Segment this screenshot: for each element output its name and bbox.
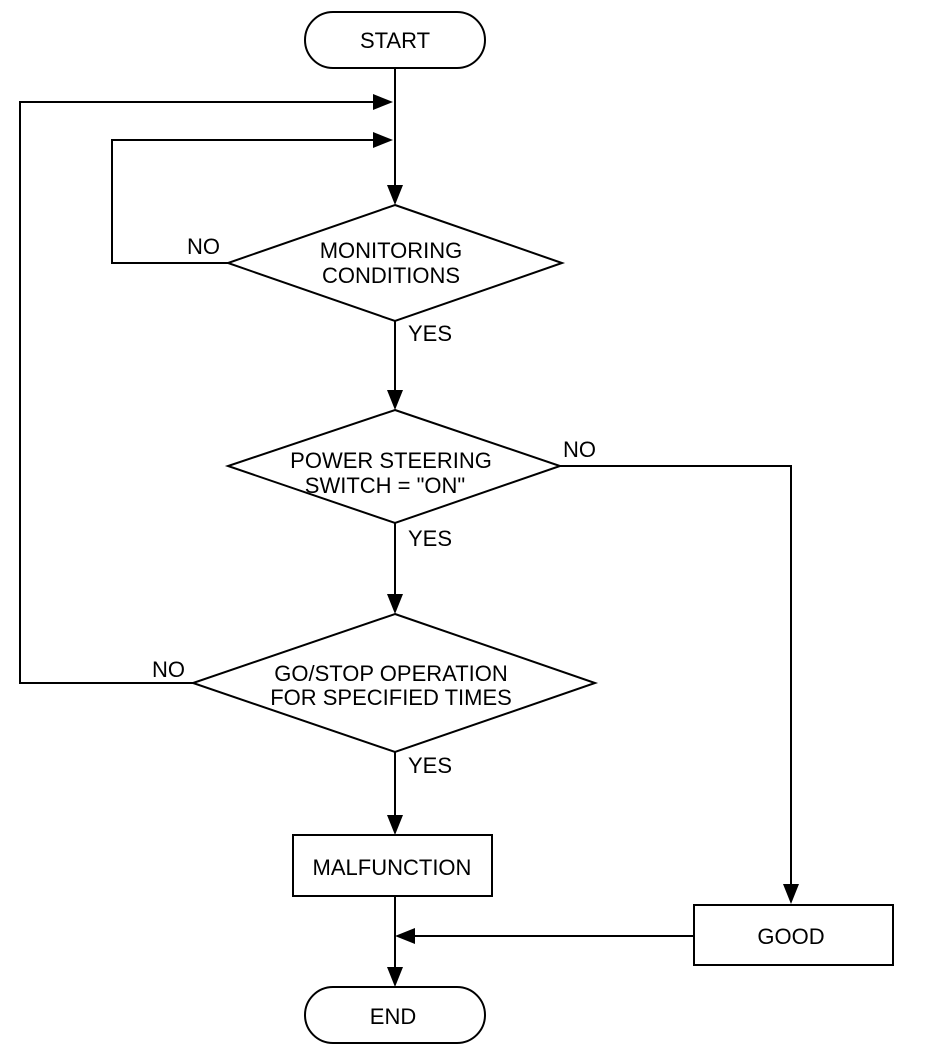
monitoring-yes-label: YES [408, 321, 452, 346]
good-box: GOOD [693, 904, 894, 966]
power-steering-decision: POWER STEERING SWITCH = "ON" [224, 408, 564, 525]
start-node: START [304, 11, 486, 69]
gostop-label-line2: FOR SPECIFIED TIMES [270, 685, 512, 710]
monitoring-conditions-decision: MONITORING CONDITIONS [224, 203, 566, 323]
ps-yes-label: YES [408, 526, 452, 551]
monitoring-no-label: NO [187, 234, 220, 259]
arrowhead-into-good [783, 884, 799, 904]
gostop-decision: GO/STOP OPERATION FOR SPECIFIED TIMES [189, 612, 599, 754]
arrowhead-monitoring-loop-return [373, 132, 393, 148]
malfunction-box: MALFUNCTION [292, 834, 493, 897]
end-node: END [304, 986, 486, 1044]
arrowhead-into-ps [387, 390, 403, 410]
monitoring-label-line2: CONDITIONS [322, 263, 460, 288]
ps-label-line1: POWER STEERING [290, 448, 492, 473]
gostop-label-line1: GO/STOP OPERATION [274, 661, 508, 686]
arrowhead-into-gostop [387, 594, 403, 614]
ps-no-label: NO [563, 437, 596, 462]
monitoring-label-line1: MONITORING [320, 238, 463, 263]
ps-label-line2: SWITCH = "ON" [305, 473, 465, 498]
arrowhead-good-merge [395, 928, 415, 944]
connector-monitoring-no-loop [111, 139, 376, 264]
gostop-yes-label: YES [408, 753, 452, 778]
gostop-no-label: NO [152, 657, 185, 682]
arrowhead-into-monitoring [387, 185, 403, 205]
arrowhead-gostop-loop-return [373, 94, 393, 110]
start-label: START [360, 28, 430, 53]
good-label: GOOD [757, 924, 824, 949]
malfunction-label: MALFUNCTION [313, 855, 472, 880]
connector-gostop-no-loop [19, 101, 376, 684]
connector-ps-no-to-good [560, 465, 792, 888]
arrowhead-into-malfunction [387, 815, 403, 835]
arrowhead-into-end [387, 967, 403, 987]
end-label: END [370, 1004, 416, 1029]
